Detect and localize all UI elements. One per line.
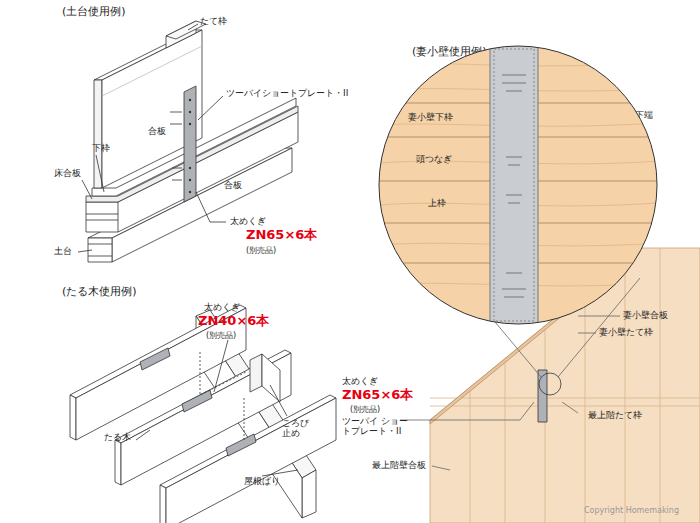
magnified-circle: 妻小壁下枠頭つなぎ上枠 — [378, 45, 658, 325]
section-heading: (土台使用例) — [62, 6, 126, 19]
part-label: ツーバイショートプレート・II — [226, 88, 348, 98]
watermark: Copyright Homemaking — [584, 506, 679, 515]
note-label: 太めくぎ — [342, 376, 378, 386]
part-label: 妻小壁下枠 — [408, 111, 453, 124]
part-label: 合板 — [148, 126, 166, 136]
section-heading: (たる木使用例) — [62, 286, 137, 299]
nail-spec: ZN65×6本 — [342, 388, 413, 403]
part-label: 頭つなぎ — [416, 153, 452, 166]
magnified-view — [378, 45, 658, 325]
part-label: たて枠 — [200, 16, 227, 26]
nail-spec: ZN65×6本 — [246, 228, 317, 243]
part-label: 最上階壁合板 — [372, 460, 426, 470]
note-label: (別売品) — [350, 405, 380, 414]
nail-spec: ZN40×6本 — [198, 314, 269, 329]
part-label: 妻小壁合板 — [623, 310, 668, 320]
part-label: 下枠 — [92, 143, 110, 153]
part-label: 最上階たて枠 — [588, 410, 642, 420]
part-label: たる木 — [104, 432, 131, 442]
note-label: (別売品) — [246, 246, 276, 255]
part-label: ツーバイ ショートプレート・II — [342, 416, 414, 437]
part-label: 土台 — [54, 246, 72, 256]
note-label: 太めくぎ — [204, 302, 240, 312]
part-label: 上枠 — [428, 197, 446, 210]
note-label: 太めくぎ — [230, 216, 266, 226]
note-label: (別売品) — [206, 331, 236, 340]
part-label: 合板 — [224, 180, 242, 190]
part-label: 妻小壁たて枠 — [599, 327, 653, 337]
part-label: ころび止め — [282, 418, 312, 439]
part-label: 床合板 — [54, 168, 81, 178]
part-label: 屋根ばり — [244, 476, 280, 486]
